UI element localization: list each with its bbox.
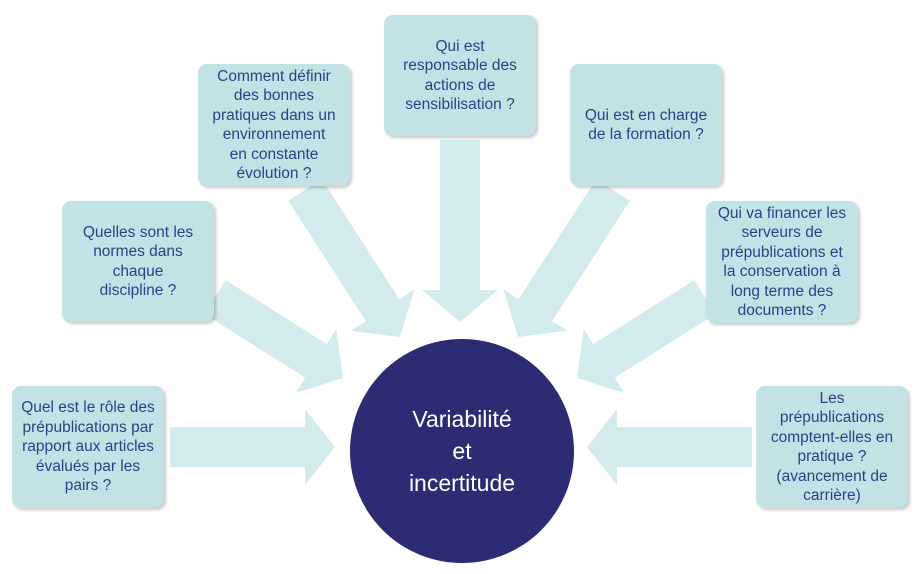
question-box-funding: Qui va financer les serveurs de prépubli…: [706, 201, 858, 323]
question-box-best-practices: Comment définir des bonnes pratiques dan…: [198, 64, 350, 186]
arrow-from-norms: [204, 280, 343, 393]
question-box-career: Les prépublications comptent-elles en pr…: [756, 386, 908, 508]
arrow-from-role: [170, 409, 335, 485]
arrow-from-training: [503, 179, 630, 337]
center-label: Variabilité et incertitude: [408, 406, 516, 496]
question-box-awareness: Qui est responsable des actions de sensi…: [384, 15, 536, 136]
arrow-from-awareness: [422, 140, 498, 322]
arrow-from-best-practices: [288, 179, 415, 337]
question-box-norms: Quelles sont les normes dans chaque disc…: [62, 201, 214, 322]
arrow-from-funding: [577, 280, 716, 393]
question-box-training: Qui est en charge de la formation ?: [570, 64, 722, 186]
arrow-from-career: [587, 409, 752, 485]
center-circle: Variabilité et incertitude: [350, 339, 574, 563]
question-box-role: Quel est le rôle des prépublications par…: [12, 386, 164, 508]
